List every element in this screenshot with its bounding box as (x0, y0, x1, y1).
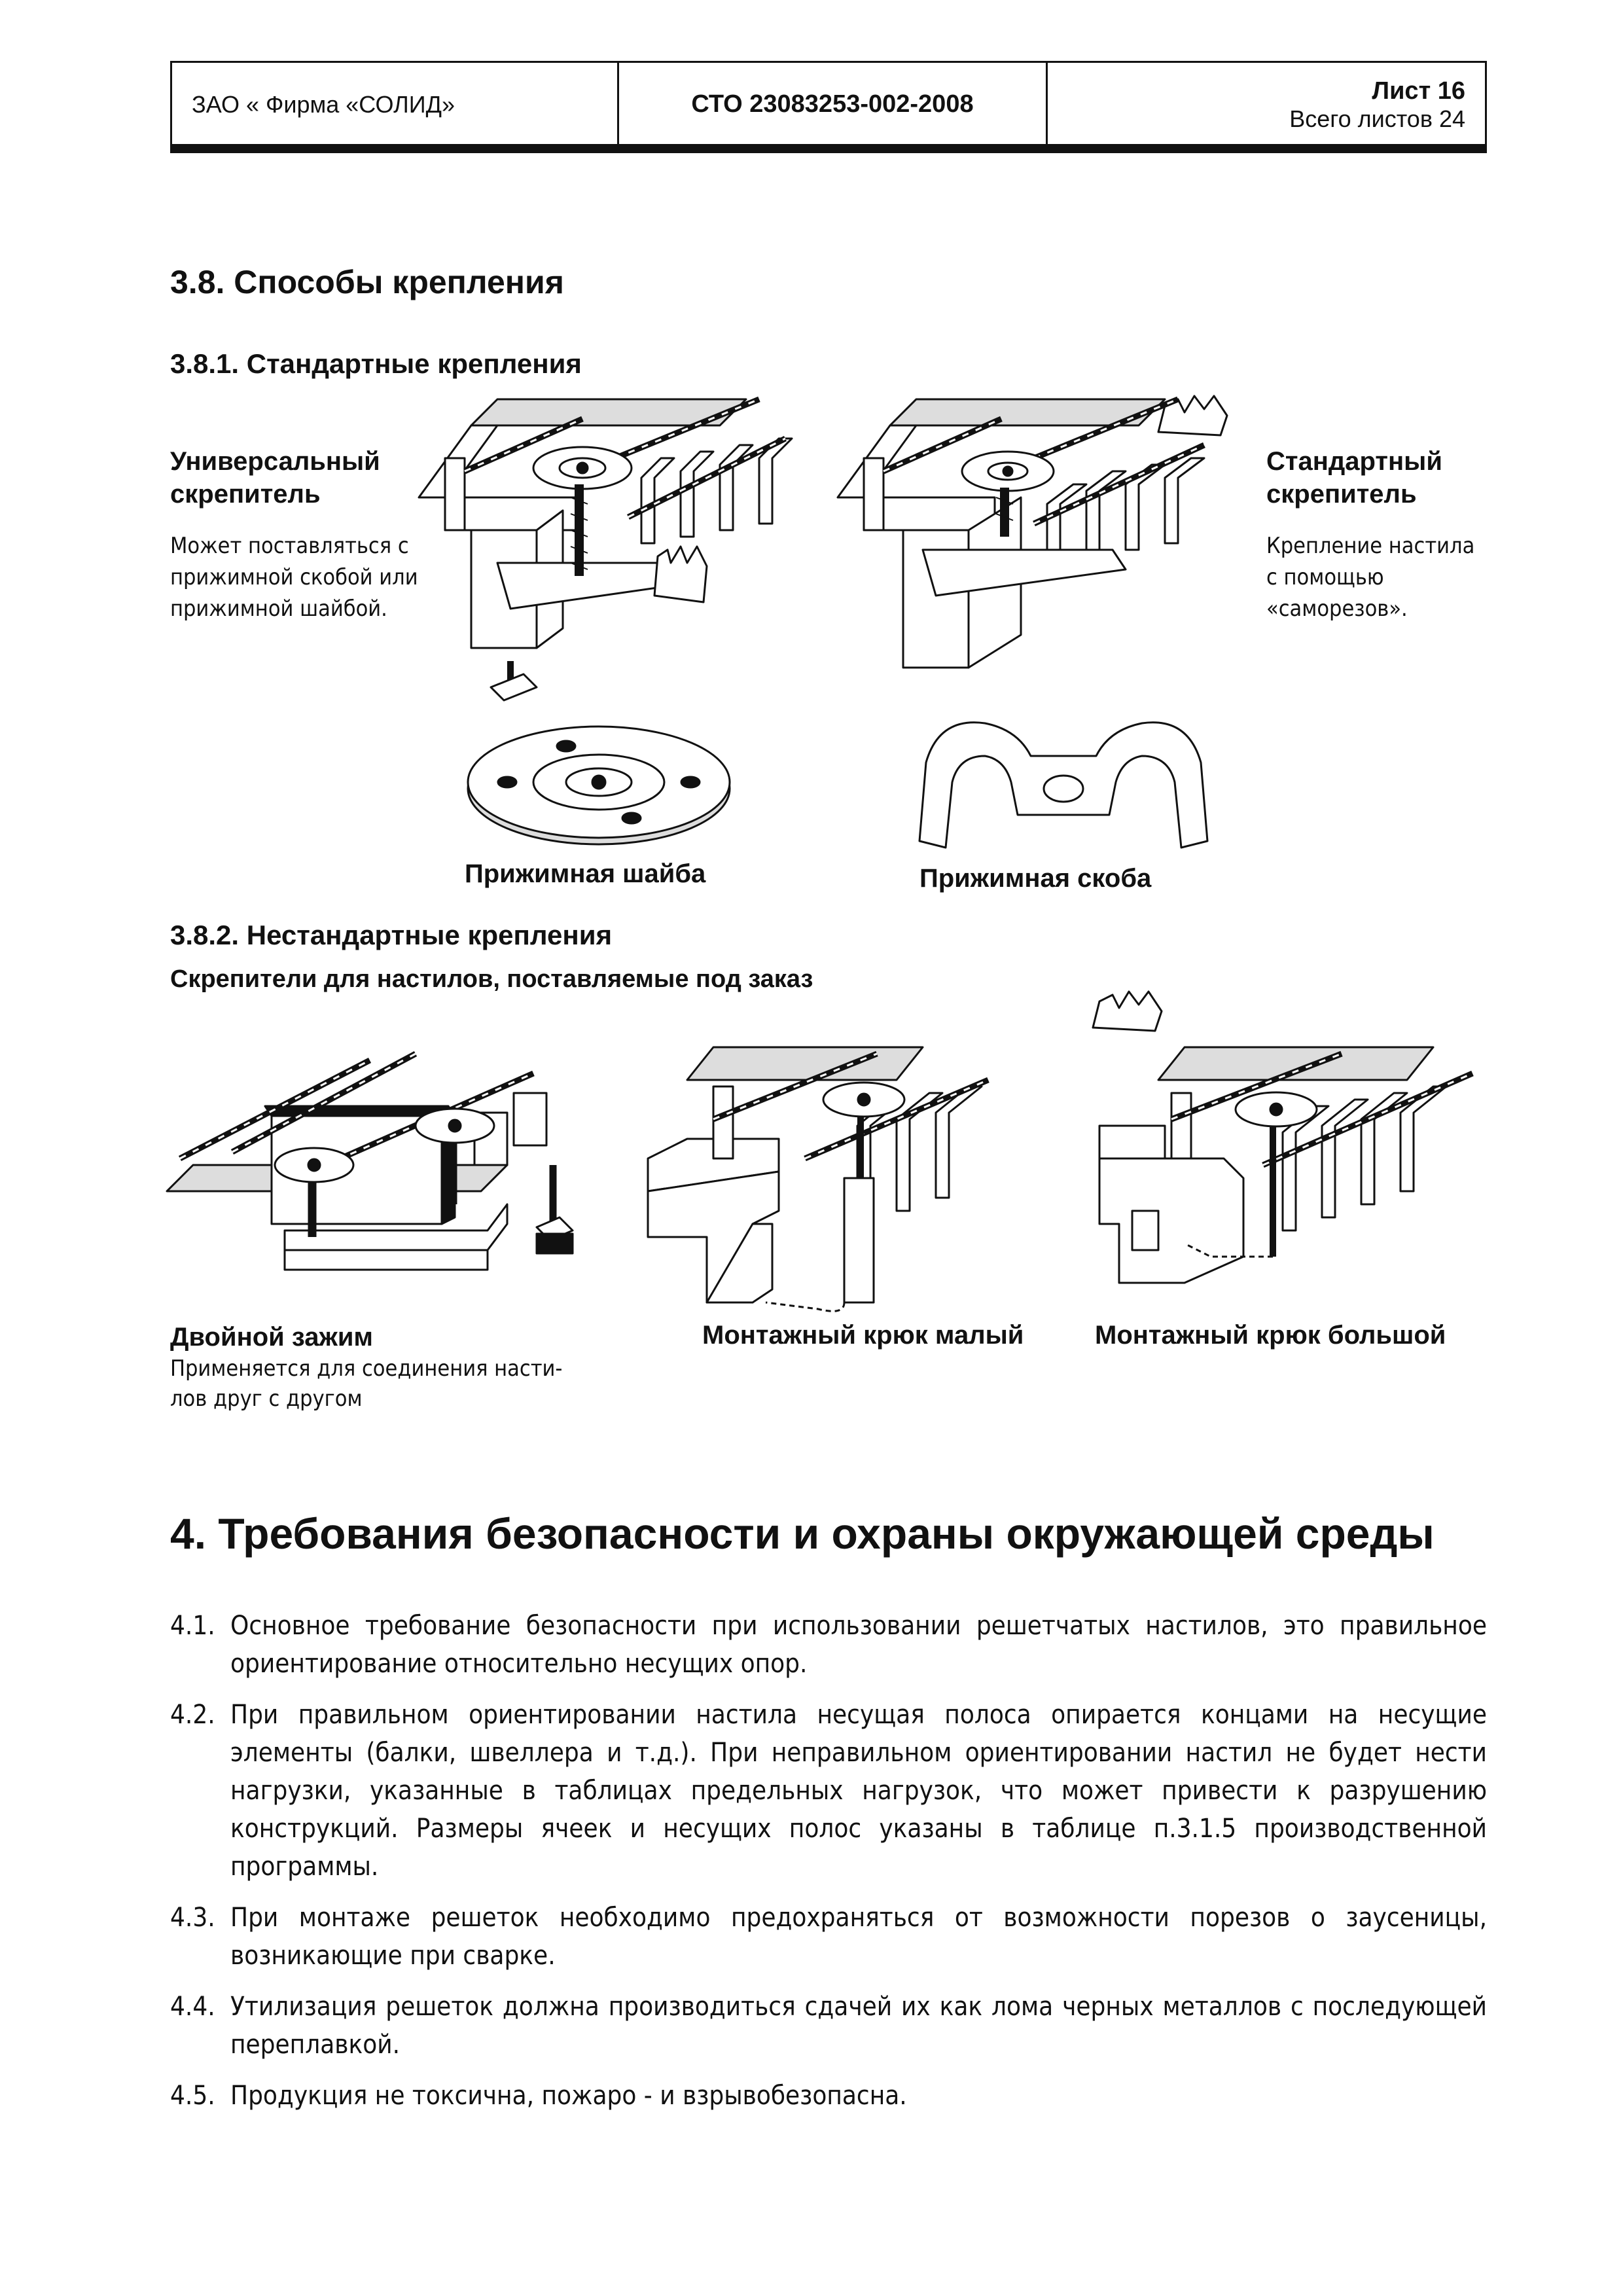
large-hook-caption: Монтажный крюк большой (1095, 1321, 1446, 1350)
washer-caption: Прижимная шайба (465, 859, 706, 888)
standard-desc-2: с помощью (1266, 564, 1384, 590)
standard-fastener-block: Стандартный скрепитель Крепление настила… (1266, 445, 1489, 624)
large-hook-illustration (1092, 990, 1474, 1284)
item-number: 4.2. (170, 1700, 215, 1730)
list-item: 4.3. При монтаже решеток необходимо пред… (170, 1899, 1487, 1975)
item-text: При правильном ориентировании настила не… (230, 1700, 1487, 1882)
list-item: 4.1. Основное требование безопасности пр… (170, 1607, 1487, 1683)
section-title-3-8: 3.8. Способы крепления (170, 264, 564, 300)
standard-label-1: Стандартный (1266, 447, 1442, 476)
item-number: 4.5. (170, 2081, 215, 2111)
header-rule (170, 144, 1487, 153)
pressure-bracket-illustration (918, 721, 1209, 849)
item-number: 4.1. (170, 1611, 215, 1641)
universal-fastener-illustration (418, 396, 793, 702)
item-text: При монтаже решеток необходимо предохран… (230, 1903, 1487, 1971)
page-header: ЗАО « Фирма «СОЛИД» СТО 23083253-002-200… (170, 61, 1487, 146)
item-text: Утилизация решеток должна производиться … (230, 1992, 1487, 2060)
small-hook-caption: Монтажный крюк малый (702, 1321, 1024, 1350)
subsection-title-3-8-1: 3.8.1. Стандартные крепления (170, 348, 582, 379)
double-clamp-desc-2: лов друг с другом (170, 1386, 363, 1412)
universal-label-1: Универсальный (170, 447, 380, 476)
subsection-title-3-8-2: 3.8.2. Нестандартные крепления (170, 920, 613, 950)
bracket-caption: Прижимная скоба (919, 864, 1152, 893)
sheet-total: Всего листов 24 (1289, 105, 1465, 132)
universal-label-2: скрепитель (170, 480, 321, 509)
double-clamp-label: Двойной зажим (170, 1323, 374, 1352)
standard-desc-3: «саморезов». (1266, 596, 1408, 622)
universal-desc-2: прижимной скобой или (170, 564, 418, 590)
standard-fastener-illustration (836, 395, 1228, 669)
section-title-4: 4. Требования безопасности и охраны окру… (170, 1509, 1435, 1558)
company-name: ЗАО « Фирма «СОЛИД» (172, 63, 619, 146)
list-item: 4.5. Продукция не токсична, пожаро - и в… (170, 2077, 1487, 2115)
safety-requirements-list: 4.1. Основное требование безопасности пр… (170, 1607, 1487, 2128)
list-item: 4.2. При правильном ориентировании насти… (170, 1696, 1487, 1886)
item-text: Продукция не токсична, пожаро - и взрыво… (230, 2081, 907, 2111)
item-number: 4.3. (170, 1903, 215, 1933)
standard-desc-1: Крепление настила (1266, 533, 1475, 559)
subsection-caption-3-8-2: Скрепители для настилов, поставляемые по… (170, 965, 813, 993)
item-text: Основное требование безопасности при исп… (230, 1611, 1487, 1679)
list-item: 4.4. Утилизация решеток должна производи… (170, 1988, 1487, 2064)
double-clamp-desc-1: Применяется для соединения насти- (170, 1355, 563, 1382)
double-clamp-block: Двойной зажим Применяется для соединения… (170, 1321, 641, 1414)
standard-label-2: скрепитель (1266, 480, 1417, 509)
universal-desc-1: Может поставляться с (170, 533, 409, 559)
sheet-number: Лист 16 (1372, 77, 1465, 105)
universal-desc-3: прижимной шайбой. (170, 596, 387, 622)
sheet-info: Лист 16 Всего листов 24 (1048, 63, 1485, 146)
universal-fastener-block: Универсальный скрепитель Может поставлят… (170, 445, 445, 624)
standard-number: СТО 23083253-002-2008 (619, 63, 1048, 146)
item-number: 4.4. (170, 1992, 215, 2022)
small-hook-illustration (647, 1046, 990, 1312)
double-clamp-illustration (166, 1051, 574, 1271)
pressure-washer-illustration (467, 725, 731, 846)
